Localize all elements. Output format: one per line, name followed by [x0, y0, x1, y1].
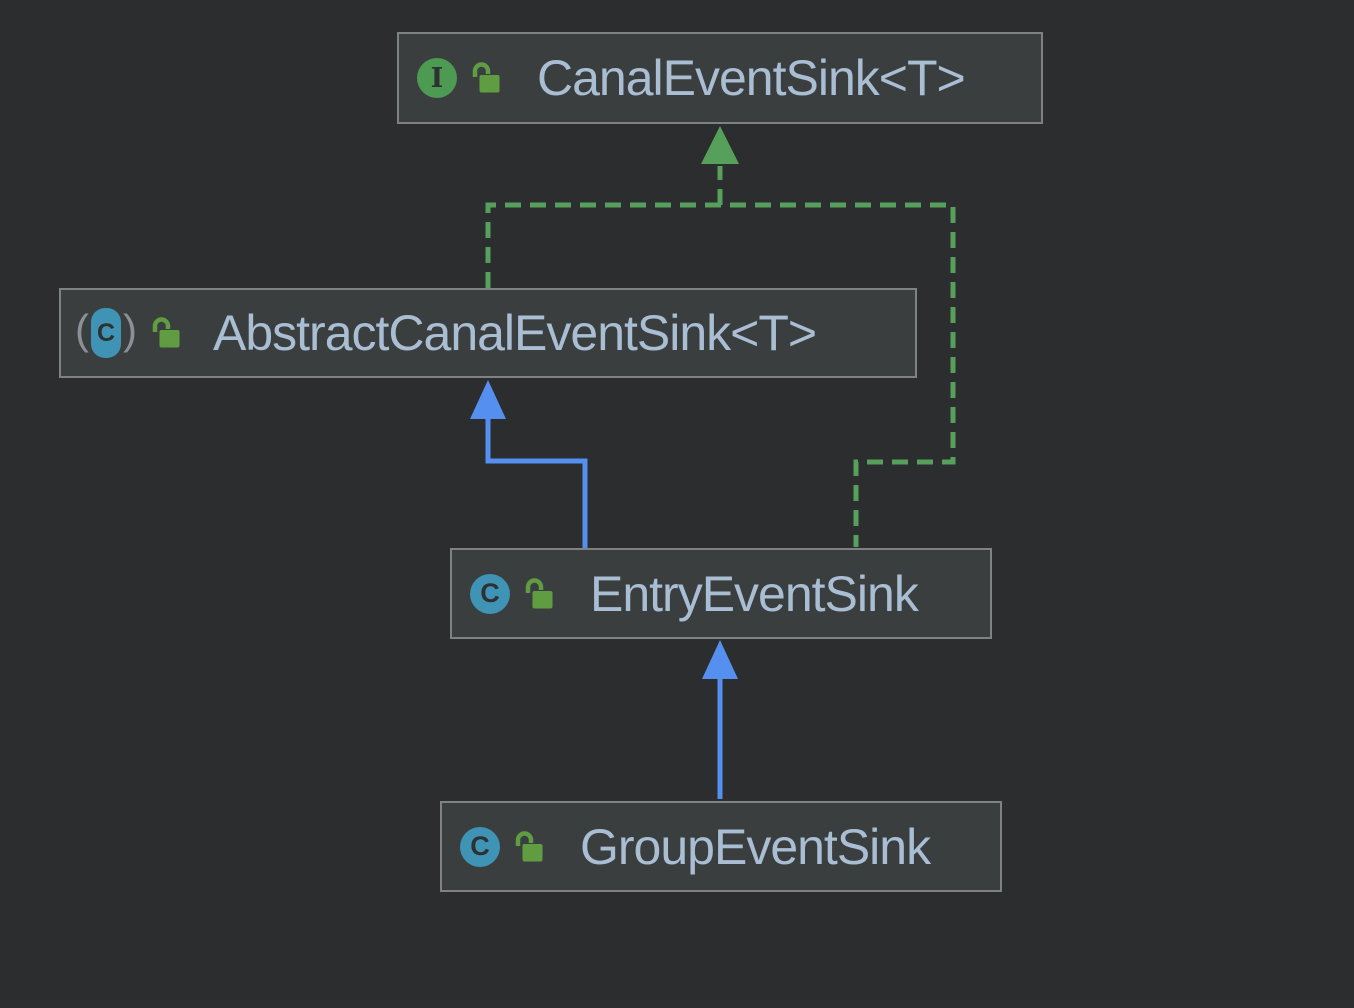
abstract-class-icon: ( C ) — [75, 307, 137, 359]
abstract-paren-close: ) — [123, 306, 137, 353]
node-label: GroupEventSink — [580, 818, 931, 875]
public-unlocked-icon — [522, 577, 554, 611]
interface-icon: I — [417, 58, 457, 98]
class-icon: C — [460, 826, 500, 867]
abstract-class-letter: C — [91, 308, 121, 358]
node-abstract-canal-event-sink[interactable]: ( C ) AbstractCanalEventSink<T> — [59, 288, 917, 378]
node-label: EntryEventSink — [590, 565, 919, 622]
node-canal-event-sink[interactable]: I CanalEventSink<T> — [397, 32, 1043, 124]
public-unlocked-icon — [469, 61, 501, 95]
node-label: AbstractCanalEventSink<T> — [213, 305, 817, 361]
node-group-event-sink[interactable]: C GroupEventSink — [440, 801, 1002, 892]
node-entry-event-sink[interactable]: C EntryEventSink — [450, 548, 992, 639]
abstract-paren-open: ( — [75, 306, 89, 353]
inheritance-arrowhead-entry-icon — [470, 380, 506, 419]
realization-arrowhead-icon — [701, 126, 739, 164]
public-unlocked-icon — [512, 830, 544, 864]
node-label: CanalEventSink<T> — [537, 50, 966, 106]
inheritance-edge-entry — [485, 417, 588, 548]
public-unlocked-icon — [149, 316, 181, 350]
inheritance-arrowhead-group-icon — [702, 640, 738, 679]
class-icon: C — [470, 573, 510, 614]
